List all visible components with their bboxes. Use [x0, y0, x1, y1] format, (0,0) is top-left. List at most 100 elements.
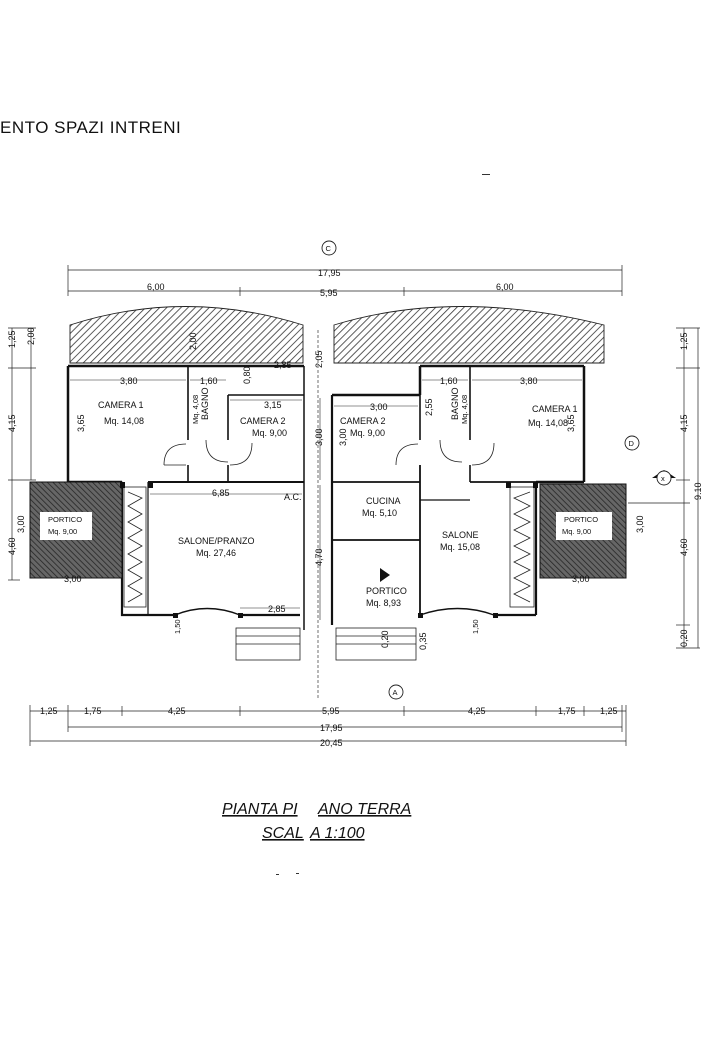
room-portico-center-area: Mq. 8,93 — [366, 598, 401, 608]
plan-title-line2: SCAL — [262, 825, 304, 842]
dim-cam2-h-right: 3,00 — [338, 428, 348, 446]
dim-portico-w-right: 3,00 — [572, 574, 590, 584]
dim-bottom-left-2: 1,75 — [84, 706, 102, 716]
dim-bottom-mid: 5,95 — [322, 706, 340, 716]
plan-title-line2b: A 1:100 — [309, 825, 365, 842]
dim-right-b: 4,15 — [679, 414, 689, 432]
room-salone-right-name: SALONE — [442, 530, 479, 540]
dim-bagno-w-left: 1,60 — [200, 376, 218, 386]
dim-bottom-total-2: 20,45 — [320, 738, 343, 748]
dim-cam1-h-right: 3,65 — [566, 414, 576, 432]
dim-bottom-left-1: 1,25 — [40, 706, 58, 716]
room-salone-pranzo-name: SALONE/PRANZO — [178, 536, 255, 546]
room-cucina-name: CUCINA — [366, 496, 401, 506]
room-camera2-right-area: Mq. 9,00 — [350, 428, 385, 438]
staircase-right — [509, 486, 535, 608]
dim-bagno-w-right: 1,60 — [440, 376, 458, 386]
page-heading: ENTO SPAZI INTRENI — [0, 118, 182, 137]
right-dimension-lines — [628, 327, 700, 649]
dim-left-c: 4,15 — [7, 414, 17, 432]
dim-right-f: 0,20 — [679, 629, 689, 647]
dim-ac: A.C. — [284, 492, 302, 502]
room-portico-right-area: Mq. 9,00 — [562, 527, 591, 536]
dim-right-a: 1,25 — [679, 332, 689, 350]
section-marker-c: C — [321, 240, 337, 256]
room-portico-left-name: PORTICO — [48, 515, 82, 524]
dim-cam2-w-left: 3,15 — [264, 400, 282, 410]
dim-left-e: 3,00 — [16, 515, 26, 533]
dim-left-b: 2,00 — [26, 327, 36, 345]
room-salone-pranzo-area: Mq. 27,46 — [196, 548, 236, 558]
dim-step-mid: 0,20 — [380, 630, 390, 648]
section-marker-x: x — [652, 470, 676, 486]
dim-portico-w-left: 3,00 — [64, 574, 82, 584]
room-camera2-left-name: CAMERA 2 — [240, 416, 286, 426]
entrance-arrow-icon — [380, 568, 390, 582]
dim-bagno-h-right: 2,55 — [424, 398, 434, 416]
dim-step-right: 0,35 — [418, 632, 428, 650]
room-camera2-right-name: CAMERA 2 — [340, 416, 386, 426]
dim-top-right: 6,00 — [496, 282, 514, 292]
dim-cam1-h-left: 3,65 — [76, 414, 86, 432]
plan-title-line1: PIANTA PI — [222, 801, 298, 818]
room-bagno-right-area: Mq. 4,08 — [460, 395, 469, 424]
room-camera2-left-area: Mq. 9,00 — [252, 428, 287, 438]
dim-left-a: 1,25 — [7, 330, 17, 348]
dim-cam2-top-left: 2,85 — [274, 360, 292, 370]
dim-bagno-v-left: 0,80 — [242, 366, 252, 384]
dim-right-c: 9,10 — [693, 482, 701, 500]
dim-bottom-right-3: 4,25 — [468, 706, 486, 716]
inner-dimension-lines — [32, 379, 626, 620]
portico-left-label-bg — [40, 512, 92, 540]
room-cucina-area: Mq. 5,10 — [362, 508, 397, 518]
room-camera1-right-area: Mq. 14,08 — [528, 418, 568, 428]
dim-small-left: 1,50 — [173, 619, 182, 634]
dim-cam1-w-left: 3,80 — [120, 376, 138, 386]
svg-text:x: x — [661, 474, 665, 483]
dim-mid-gap: 2,05 — [314, 350, 324, 368]
dim-bottom-right-1: 1,25 — [600, 706, 618, 716]
room-camera1-left-area: Mq. 14,08 — [104, 416, 144, 426]
room-portico-right-name: PORTICO — [564, 515, 598, 524]
dim-top-left: 6,00 — [147, 282, 165, 292]
dim-salone-w: 6,85 — [212, 488, 230, 498]
building-walls — [66, 330, 586, 700]
section-marker-a: A — [388, 684, 404, 700]
portico-right-label-bg — [556, 512, 612, 540]
bottom-dimension-lines — [29, 705, 627, 746]
dim-center-h1: 3,00 — [314, 428, 324, 446]
dim-center-h2: 4,70 — [314, 548, 324, 566]
scan-marks — [276, 174, 490, 875]
dim-right-d: 4,60 — [679, 538, 689, 556]
room-portico-left-area: Mq. 9,00 — [48, 527, 77, 536]
room-bagno-left-name: BAGNO — [200, 387, 210, 420]
dim-left-d: 4,60 — [7, 537, 17, 555]
section-marker-d: D — [624, 435, 640, 451]
door-swings — [163, 439, 495, 466]
left-dimension-lines — [8, 327, 36, 581]
room-bagno-left-area: Mq. 4,08 — [191, 395, 200, 424]
front-steps — [235, 627, 417, 661]
svg-text:D: D — [629, 439, 635, 448]
dim-cam1-w-right: 3,80 — [520, 376, 538, 386]
dim-bottom-left-3: 4,25 — [168, 706, 186, 716]
staircase-left — [123, 486, 147, 608]
roof-arc-right — [333, 306, 605, 364]
svg-text:C: C — [326, 244, 332, 253]
room-camera1-left-name: CAMERA 1 — [98, 400, 144, 410]
dim-bottom-total-1: 17,95 — [320, 723, 343, 733]
dim-small-right: 1,50 — [471, 619, 480, 634]
dim-bagno-h-left: 2,00 — [188, 332, 198, 350]
dim-window-left: 2,85 — [268, 604, 286, 614]
room-camera1-right-name: CAMERA 1 — [532, 404, 578, 414]
pillar-marks — [120, 482, 538, 618]
dim-right-e: 3,00 — [635, 515, 645, 533]
room-bagno-right-name: BAGNO — [450, 387, 460, 420]
top-dimension-lines — [67, 265, 623, 296]
dim-bottom-right-2: 1,75 — [558, 706, 576, 716]
plan-title-line1b: ANO TERRA — [317, 801, 411, 818]
svg-text:A: A — [393, 688, 398, 697]
room-portico-center-name: PORTICO — [366, 586, 407, 596]
dim-cam2-w-right: 3,00 — [370, 402, 388, 412]
